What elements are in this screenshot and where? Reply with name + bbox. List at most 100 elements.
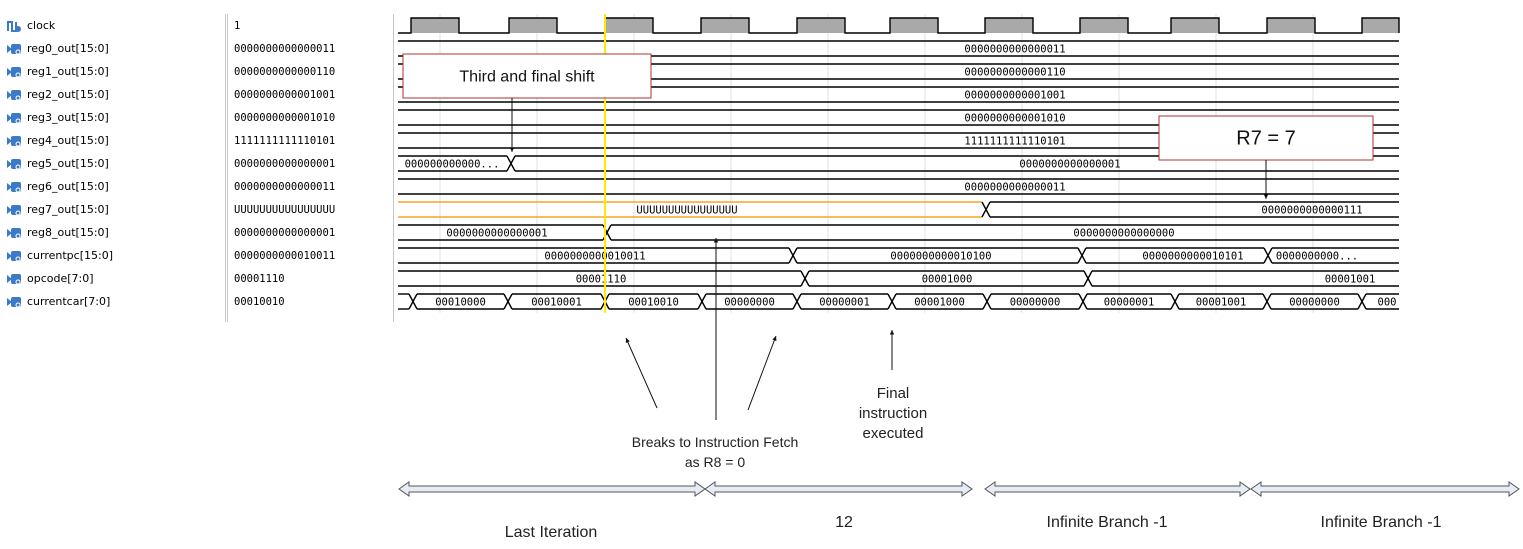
bus-signal-icon <box>6 111 27 125</box>
bus-value-label: 00010001 <box>531 297 582 309</box>
signal-name: reg5_out[15:0] <box>27 157 109 170</box>
phase-arrow-infinite-branch <box>984 481 1251 497</box>
phase-label: 12 <box>835 514 853 531</box>
clock-high-pulse <box>411 18 459 33</box>
signal-row[interactable]: reg2_out[15:0] <box>0 83 225 106</box>
bus-value-label: 00010010 <box>628 297 679 309</box>
signal-row[interactable]: reg5_out[15:0] <box>0 152 225 175</box>
signal-value-column: 1 0000000000000011 0000000000000110 0000000… <box>228 14 393 313</box>
bus-value-label: 0000000000000000 <box>1073 228 1174 240</box>
bus-transition <box>408 293 418 310</box>
bus-value-label: UUUUUUUUUUUUUUUU <box>636 205 737 217</box>
signal-row[interactable]: reg1_out[15:0] <box>0 60 225 83</box>
signal-value: 00010010 <box>234 295 285 308</box>
signal-value: 1 <box>234 19 241 32</box>
phase-arrow-12 <box>704 481 973 497</box>
bus-value-label: 000000000000... <box>405 159 500 171</box>
signal-row[interactable]: reg4_out[15:0] <box>0 129 225 152</box>
bus-transition <box>1262 293 1272 310</box>
bus-value-label: 0000000000000110 <box>964 67 1065 79</box>
final-instruction-note: Final instruction executed <box>858 385 928 442</box>
bus-signal-icon <box>6 134 27 148</box>
bus-transition <box>506 155 516 172</box>
signal-row[interactable]: reg0_out[15:0] <box>0 37 225 60</box>
signal-name: opcode[7:0] <box>27 272 94 285</box>
signal-row[interactable]: clock <box>0 14 225 37</box>
bus-transition <box>1078 293 1088 310</box>
shift-arrow-head <box>509 147 515 152</box>
signal-row[interactable]: currentcar[7:0] <box>0 290 225 313</box>
bus-transition <box>981 201 991 218</box>
bus-value-label: 1111111111110101 <box>964 136 1065 148</box>
signal-name: reg8_out[15:0] <box>27 226 109 239</box>
phase-label: Infinite Branch -1 <box>1047 514 1168 531</box>
signal-row[interactable]: reg3_out[15:0] <box>0 106 225 129</box>
r7-callout-box <box>1158 115 1374 161</box>
bus-value-label: 00010000 <box>435 297 486 309</box>
clock-high-pulse <box>509 18 557 33</box>
bus-value-label: 00000000 <box>724 297 775 309</box>
bus-value-label: 00000000 <box>1289 297 1340 309</box>
clock-waveform <box>398 17 1400 34</box>
bus-value-label: 0000000000000011 <box>964 44 1065 56</box>
phase-arrow-last-iteration <box>398 481 706 497</box>
clock-high-pulse <box>985 18 1033 33</box>
signal-value: 0000000000000011 <box>234 42 336 55</box>
bus-transition <box>982 293 992 310</box>
phase-label: Infinite Branch -1 <box>1321 514 1442 531</box>
signal-row[interactable]: currentpc[15:0] <box>0 244 225 267</box>
column-divider[interactable] <box>225 14 228 322</box>
signal-name: reg2_out[15:0] <box>27 88 109 101</box>
bus-value-label: 0000000000010101 <box>1142 251 1243 263</box>
signal-name: clock <box>27 19 56 32</box>
signal-row[interactable]: reg7_out[15:0] <box>0 198 225 221</box>
breaks-arrow <box>625 337 658 409</box>
breaks-arrow <box>747 335 777 411</box>
bus-signal-icon <box>6 88 27 102</box>
signal-value: 0000000000000110 <box>234 65 336 78</box>
bus-value-label: 00001001 <box>1325 274 1376 286</box>
clock-high-pulse <box>797 18 845 33</box>
bus-value-label: 0000000000... <box>1276 251 1358 263</box>
breaks-arrow-head <box>625 338 630 343</box>
clock-high-pulse <box>1171 18 1219 33</box>
bus-value-label: 0000000000001010 <box>964 113 1065 125</box>
bus-value-label: 0000000000010100 <box>890 251 991 263</box>
third-shift-callout-text: Third and final shift <box>459 68 595 85</box>
bus-value-label: 0000000000000001 <box>446 228 547 240</box>
signal-value: 0000000000001001 <box>234 88 336 101</box>
signal-value: 0000000000001010 <box>234 111 336 124</box>
clock-signal-icon <box>6 19 27 33</box>
bus-value-label: 0000000000010011 <box>544 251 645 263</box>
bus-value-label: 0000000000001001 <box>964 90 1065 102</box>
signal-value: 0000000000010011 <box>234 249 336 262</box>
clock-high-pulse <box>890 18 938 33</box>
signal-row[interactable]: reg6_out[15:0] <box>0 175 225 198</box>
signal-name: reg1_out[15:0] <box>27 65 109 78</box>
signal-name-column: clock reg0_out[15:0] reg1_out[15:0] reg2_ou… <box>0 14 225 313</box>
signal-row[interactable]: opcode[7:0] <box>0 267 225 290</box>
bus-transition <box>503 293 513 310</box>
bus-value-label: 00001000 <box>922 274 973 286</box>
bus-transition <box>697 293 707 310</box>
signal-name: reg6_out[15:0] <box>27 180 109 193</box>
signal-value: 0000000000000001 <box>234 226 336 239</box>
bus-signal-icon <box>6 42 27 56</box>
bus-signal-icon <box>6 65 27 79</box>
breaks-arrow-head <box>772 336 777 341</box>
signal-row[interactable]: reg8_out[15:0] <box>0 221 225 244</box>
signal-value: 00001110 <box>234 272 285 285</box>
bus-value-label: 0000000000000111 <box>1261 205 1362 217</box>
signal-name: reg0_out[15:0] <box>27 42 109 55</box>
phase-label: Last Iteration <box>505 524 598 541</box>
r7-callout-text: R7 = 7 <box>1236 128 1295 150</box>
column-divider <box>393 14 394 322</box>
bus-signal-icon <box>6 272 27 286</box>
clock-high-pulse <box>1080 18 1128 33</box>
bus-transition <box>1263 247 1273 264</box>
bus-signal-icon <box>6 226 27 240</box>
signal-value: 1111111111110101 <box>234 134 336 147</box>
clock-high-pulse <box>1267 18 1315 33</box>
breaks-to-fetch-note: Breaks to Instruction Fetch as R8 = 0 <box>631 434 799 470</box>
